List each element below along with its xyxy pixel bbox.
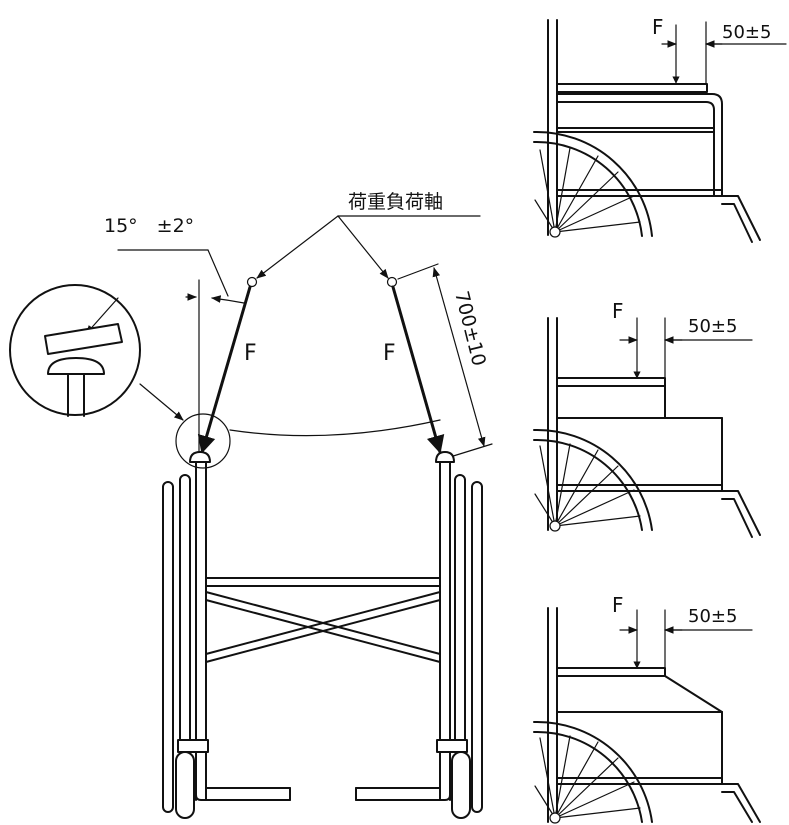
detail-bot-spokes: [534, 735, 641, 819]
length-label: 700±10: [450, 289, 490, 368]
magnifier-load-pad: [44, 323, 123, 355]
detail-mid-spokes: [534, 443, 641, 527]
force-label-left: F: [244, 341, 257, 366]
detail-top-armpad: [556, 83, 708, 93]
load-axis-leader-right: [337, 215, 389, 279]
right-footrest-bar-inner: [355, 764, 441, 789]
dim-length-line: [432, 267, 486, 447]
detail-bot-wheel-inner: [533, 730, 643, 823]
angle-label: 15° ±2°: [104, 215, 194, 237]
detail-top-armframe-outer: [556, 93, 723, 196]
detail-mid-force-label: F: [612, 299, 624, 323]
detail-bot-hub: [549, 812, 561, 824]
angle-label-leader: [207, 249, 229, 297]
right-caster-mount: [436, 739, 468, 753]
detail-top-armframe-inner: [556, 101, 715, 196]
detail-top-force-label: F: [652, 15, 664, 39]
detail-top-offset-label: 50±5: [722, 22, 771, 43]
magnifier-armrest-cap: [47, 357, 105, 375]
brace-diag-2a: [205, 591, 441, 655]
detail-bot-footrest-a: [721, 783, 761, 823]
right-side-frame: [355, 461, 483, 819]
detail-mid-offset-label: 50±5: [688, 316, 737, 337]
detail-top-wheel-outer: [533, 130, 653, 237]
detail-connection-curve: [229, 419, 441, 437]
left-side-frame: [162, 461, 291, 819]
detail-bot-offset-label: 50±5: [688, 606, 737, 627]
detail-mid-wheel-outer: [533, 428, 653, 531]
left-rear-wheel-outer: [162, 481, 174, 813]
detail-bot-armframe: [556, 675, 723, 713]
armrest-detail-circle: [175, 413, 231, 469]
detail-bot-footrest-b: [721, 791, 753, 823]
load-axis-label: 荷重負荷軸: [348, 191, 443, 213]
right-rear-wheel-outer: [471, 481, 483, 813]
load-axis-left: [197, 285, 252, 454]
left-footrest-bar: [195, 764, 291, 801]
detail-mid-armpad: [556, 377, 666, 387]
detail-mid-footrest-a: [721, 490, 761, 536]
right-footrest-bar: [355, 764, 451, 801]
brace-diag-2b: [205, 599, 441, 663]
left-footrest-bar-inner: [205, 764, 291, 789]
load-axis-right: [391, 285, 445, 454]
detail-mid-footrest-b: [721, 498, 753, 538]
left-caster-wheel: [175, 751, 195, 819]
detail-top-spokes: [534, 147, 641, 233]
right-caster-wheel: [451, 751, 471, 819]
dim-ext-top: [397, 263, 439, 280]
side-detail-middle: F 50±5: [533, 299, 761, 538]
side-detail-top: F 50±5: [533, 15, 787, 243]
detail-bot-wheel-outer: [533, 720, 653, 823]
detail-mid-armframe: [556, 385, 666, 419]
left-armrest-pad: [189, 451, 211, 463]
detail-top-wheel-inner: [533, 140, 643, 237]
detail-mid-hub: [549, 520, 561, 532]
detail-mid-wheel-inner: [533, 438, 643, 531]
right-armrest-pad: [435, 451, 455, 463]
side-detail-bottom: F 50±5: [533, 593, 761, 824]
load-axis-leader-left: [256, 215, 339, 279]
right-rear-wheel-inner: [454, 474, 466, 746]
left-caster-mount: [177, 739, 209, 753]
magnifier-leader: [139, 383, 184, 421]
dim-ext-bottom: [449, 443, 493, 458]
front-view: 荷重負荷軸 15° ±2° F F 700±10: [9, 191, 493, 819]
detail-bot-armpad: [556, 667, 666, 677]
load-point-left: [246, 276, 258, 288]
angle-arc: [211, 295, 245, 304]
detail-top-hub: [549, 226, 561, 238]
left-rear-wheel-inner: [179, 474, 191, 746]
cross-brace: [205, 577, 441, 663]
load-point-right: [386, 276, 398, 288]
detail-top-footrest-a: [721, 195, 761, 241]
detail-bot-force-label: F: [612, 593, 624, 617]
detail-top-footrest-b: [721, 203, 753, 243]
force-label-right: F: [383, 341, 396, 366]
magnified-armrest-detail: [9, 284, 184, 421]
